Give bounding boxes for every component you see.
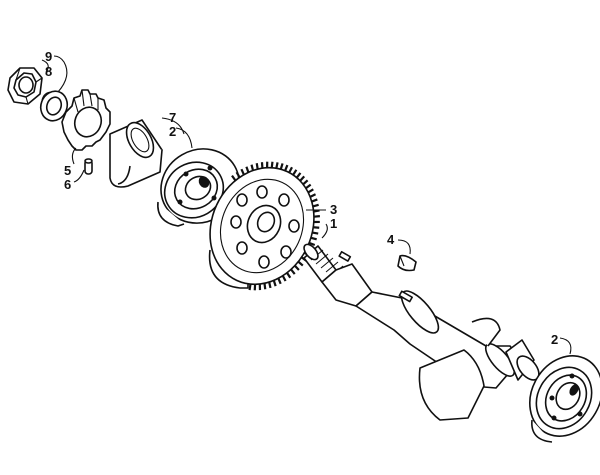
callout-7: 7 [169, 110, 176, 125]
large-gear [208, 161, 320, 291]
callout-4: 4 [387, 232, 395, 247]
callout-1: 1 [330, 216, 337, 231]
callout-3: 3 [330, 202, 337, 217]
callout-5: 5 [64, 163, 71, 178]
crankshaft [303, 243, 540, 421]
woodruff-key [397, 254, 417, 272]
dowel-pin [84, 158, 93, 175]
lock-plate [61, 89, 111, 151]
callout-8: 8 [45, 64, 52, 79]
callout-2-upper-bearing: 2 [169, 124, 176, 139]
callout-9: 9 [45, 49, 52, 64]
callout-6: 6 [64, 177, 71, 192]
callout-labels: 9 8 7 2 5 6 3 1 4 2 [45, 49, 558, 347]
hex-nut [7, 67, 43, 105]
callout-2-lower-bearing: 2 [551, 332, 558, 347]
washer [39, 90, 69, 122]
bearing-lower [529, 355, 600, 443]
leader-lines [41, 55, 572, 355]
spacer-sleeve [109, 119, 163, 188]
